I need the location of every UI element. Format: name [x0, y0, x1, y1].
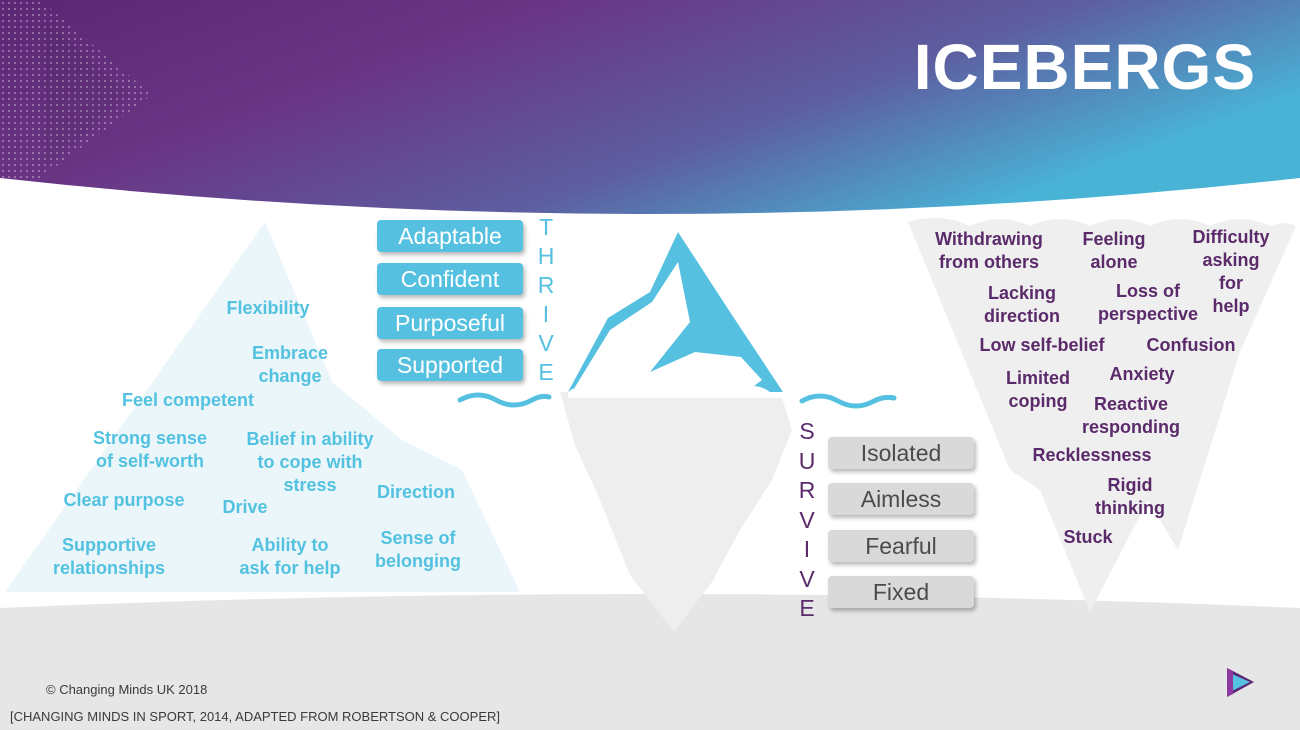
thrive-attribute-3: Strong sense of self-worth — [92, 428, 208, 471]
survive-word-letter-6: E — [799, 595, 815, 621]
dotted-arrow-decoration — [0, 0, 152, 180]
thrive-attribute-10: Sense of belonging — [375, 528, 461, 571]
survive-attribute-11: Rigid thinking — [1095, 475, 1165, 518]
survive-word-letter-3: V — [799, 506, 815, 533]
wave-left — [457, 392, 552, 408]
thrive-attribute-0: Flexibility — [226, 297, 310, 318]
survive-word-letter-1: U — [798, 447, 816, 474]
citation-text: [CHANGING MINDS IN SPORT, 2014, ADAPTED … — [10, 709, 501, 724]
thrive-button-supported: Supported — [377, 349, 523, 381]
thrive-button-purposeful: Purposeful — [377, 307, 523, 339]
survive-button-fixed: Fixed — [828, 576, 974, 608]
left-mountain-shape — [5, 222, 520, 592]
survive-attribute-2: Difficulty asking for help — [1192, 226, 1270, 316]
copyright-text: © Changing Minds UK 2018 — [46, 682, 208, 697]
survive-attribute-6: Confusion — [1146, 334, 1236, 355]
survive-attribute-1: Feeling alone — [1082, 229, 1146, 272]
thrive-word-letter-2: R — [537, 272, 555, 298]
survive-attribute-4: Loss of perspective — [1097, 281, 1199, 324]
survive-attribute-3: Lacking direction — [983, 283, 1061, 326]
survive-attribute-10: Recklessness — [1032, 444, 1152, 465]
play-logo-icon — [1227, 668, 1254, 697]
wave-right — [799, 393, 897, 409]
survive-button-isolated: Isolated — [828, 437, 974, 469]
footer-band — [0, 594, 1300, 730]
survive-word-letter-4: I — [803, 536, 811, 562]
survive-attribute-12: Stuck — [1063, 526, 1113, 547]
thrive-attribute-9: Ability to ask for help — [239, 535, 341, 578]
survive-word-letter-0: S — [799, 418, 815, 444]
thrive-word-letter-3: I — [542, 301, 550, 327]
thrive-word-letter-0: T — [538, 214, 554, 240]
thrive-attribute-2: Feel competent — [121, 389, 255, 410]
survive-attribute-0: Withdrawing from others — [935, 229, 1043, 272]
survive-attribute-7: Limited coping — [1005, 368, 1071, 411]
thrive-attribute-8: Supportive relationships — [52, 535, 166, 578]
thrive-button-confident: Confident — [377, 263, 523, 295]
survive-attribute-5: Low self-belief — [979, 334, 1105, 355]
iceberg-underwater-shape — [560, 392, 792, 632]
survive-attribute-8: Anxiety — [1109, 363, 1175, 384]
thrive-attribute-6: Clear purpose — [63, 489, 185, 510]
survive-button-fearful: Fearful — [828, 530, 974, 562]
survive-attribute-9: Reactive responding — [1082, 394, 1180, 437]
page-title: ICEBERGS — [913, 31, 1256, 103]
thrive-word-letter-4: V — [538, 330, 554, 356]
header-band — [0, 0, 1300, 214]
survive-word-letter-5: V — [799, 565, 815, 592]
thrive-attribute-7: Drive — [222, 496, 268, 517]
right-inverted-iceberg-shape — [908, 217, 1296, 613]
thrive-attribute-4: Belief in ability to cope with stress — [246, 428, 374, 495]
survive-word-letter-2: R — [798, 477, 816, 503]
thrive-attribute-5: Direction — [376, 481, 456, 502]
thrive-word-letter-5: E — [538, 359, 554, 385]
thrive-attribute-1: Embrace change — [251, 343, 329, 386]
thrive-button-adaptable: Adaptable — [377, 220, 523, 252]
survive-button-aimless: Aimless — [828, 483, 974, 515]
thrive-word-letter-1: H — [537, 243, 555, 269]
